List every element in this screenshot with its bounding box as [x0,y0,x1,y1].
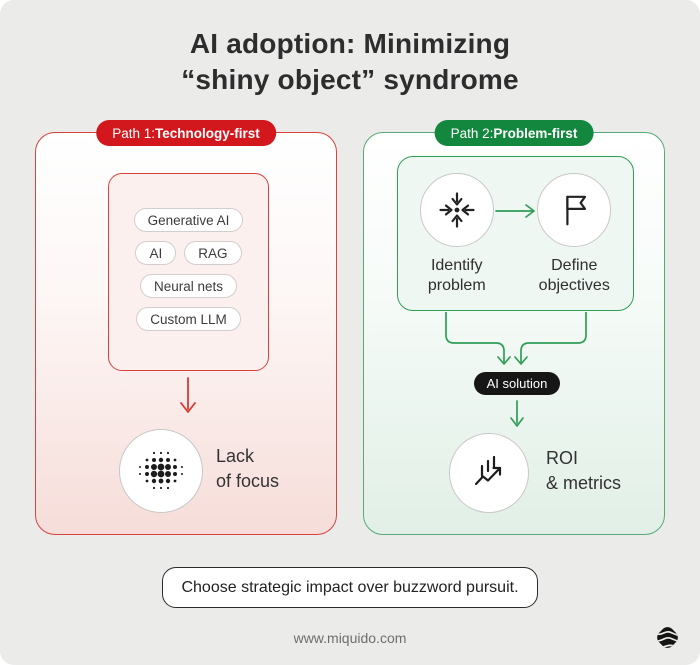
miquido-logo-icon [654,627,681,649]
identify-problem-label: Identify problem [427,257,486,294]
flag-icon [566,195,587,226]
converge-icon [439,192,475,228]
ai-solution-pill: AI solution [474,372,560,395]
path1-badge: Path 1: Technology-first [96,120,276,146]
identify-problem-circle [419,173,494,247]
path1-badge-prefix: Path 1: [112,125,156,141]
lack-of-focus-label: Lack of focus [216,446,280,491]
roi-metrics-label: ROI & metrics [546,448,622,493]
chart-growth-icon [474,455,502,486]
path1-panel: Path 1: Technology-first Generative AI A… [35,120,337,535]
step-identify-problem: Identify problem [398,173,516,310]
right-arrow-green-icon [494,204,535,218]
page-title: AI adoption: Minimizing “shiny object” s… [0,26,700,98]
tag-row: AI RAG [135,241,242,265]
down-arrow-green-icon [510,400,524,427]
problem-steps-box: Identify problem Define objectives [397,156,634,311]
converging-arrows-icon [445,312,587,365]
blur-dots-icon [139,451,183,490]
down-arrow-red-icon [180,377,196,413]
lack-of-focus-circle [119,429,203,513]
path2-panel: Path 2: Problem-first Id [363,120,665,535]
roi-metrics-circle [449,433,529,513]
path2-badge-bold: Problem-first [493,125,578,141]
tag-neural-nets: Neural nets [139,274,238,298]
technology-tags-box: Generative AI AI RAG Neural nets Custom … [108,173,269,371]
website-url: www.miquido.com [293,630,407,646]
tag-rag: RAG [184,241,242,265]
takeaway-message-box: Choose strategic impact over buzzword pu… [162,567,538,608]
page-title-line1: AI adoption: Minimizing [189,28,511,59]
step-define-objectives: Define objectives [516,173,634,310]
path2-badge: Path 2: Problem-first [434,120,594,146]
tag-ai: AI [135,241,177,265]
page-title-line2: “shiny object” syndrome [181,64,519,95]
tag-generative-ai: Generative AI [133,208,244,232]
tag-custom-llm: Custom LLM [136,307,241,331]
path2-badge-prefix: Path 2: [450,125,494,141]
define-objectives-label: Define objectives [538,257,610,294]
define-objectives-circle [537,173,612,247]
path1-badge-bold: Technology-first [155,125,260,141]
